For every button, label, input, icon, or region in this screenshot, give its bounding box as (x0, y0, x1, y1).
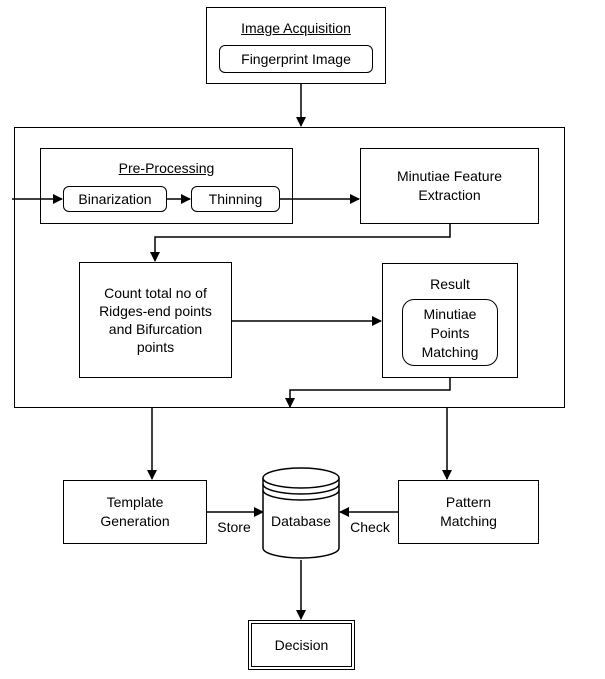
pattern-matching-box (398, 480, 539, 544)
count-line3: and Bifurcation (108, 321, 203, 337)
count-line4: points (136, 339, 175, 355)
arrow-result-to-main (285, 378, 451, 408)
count-points-box (79, 262, 232, 378)
database-cylinder (262, 467, 340, 559)
result-title: Result (430, 276, 470, 292)
image-acquisition-title: Image Acquisition (241, 20, 351, 36)
processing-container (14, 127, 565, 408)
template-line1: Template (106, 494, 164, 510)
result-line1: Minutiae (423, 306, 477, 322)
result-line2: Points (430, 325, 470, 341)
thinning-label: Thinning (208, 191, 263, 207)
count-line2: Ridges-end points (99, 303, 212, 319)
decision-box (248, 620, 355, 670)
template-line2: Generation (100, 513, 170, 529)
decision-label: Decision (274, 637, 329, 653)
minutiae-extraction-line1: Minutiae Feature (396, 168, 503, 184)
fingerprint-image-box (219, 45, 373, 73)
pre-processing-title: Pre-Processing (118, 160, 215, 176)
pre-processing-box (40, 148, 293, 224)
fingerprint-image-label: Fingerprint Image (241, 51, 351, 67)
minutiae-extraction-line2: Extraction (418, 187, 481, 203)
minutiae-extraction-box (360, 148, 539, 224)
check-label: Check (350, 519, 390, 535)
result-line3: Matching (421, 344, 479, 360)
count-line1: Count total no of (104, 285, 207, 301)
arrow-minutiae-to-count (150, 224, 451, 262)
pattern-line2: Matching (440, 513, 497, 529)
binarization-label: Binarization (78, 191, 152, 207)
minutiae-matching-box (402, 299, 498, 366)
binarization-box (63, 186, 167, 212)
database-label: Database (271, 513, 331, 529)
store-label: Store (217, 519, 251, 535)
template-generation-box (63, 480, 207, 544)
pattern-line1: Pattern (445, 494, 492, 510)
thinning-box (191, 186, 280, 212)
